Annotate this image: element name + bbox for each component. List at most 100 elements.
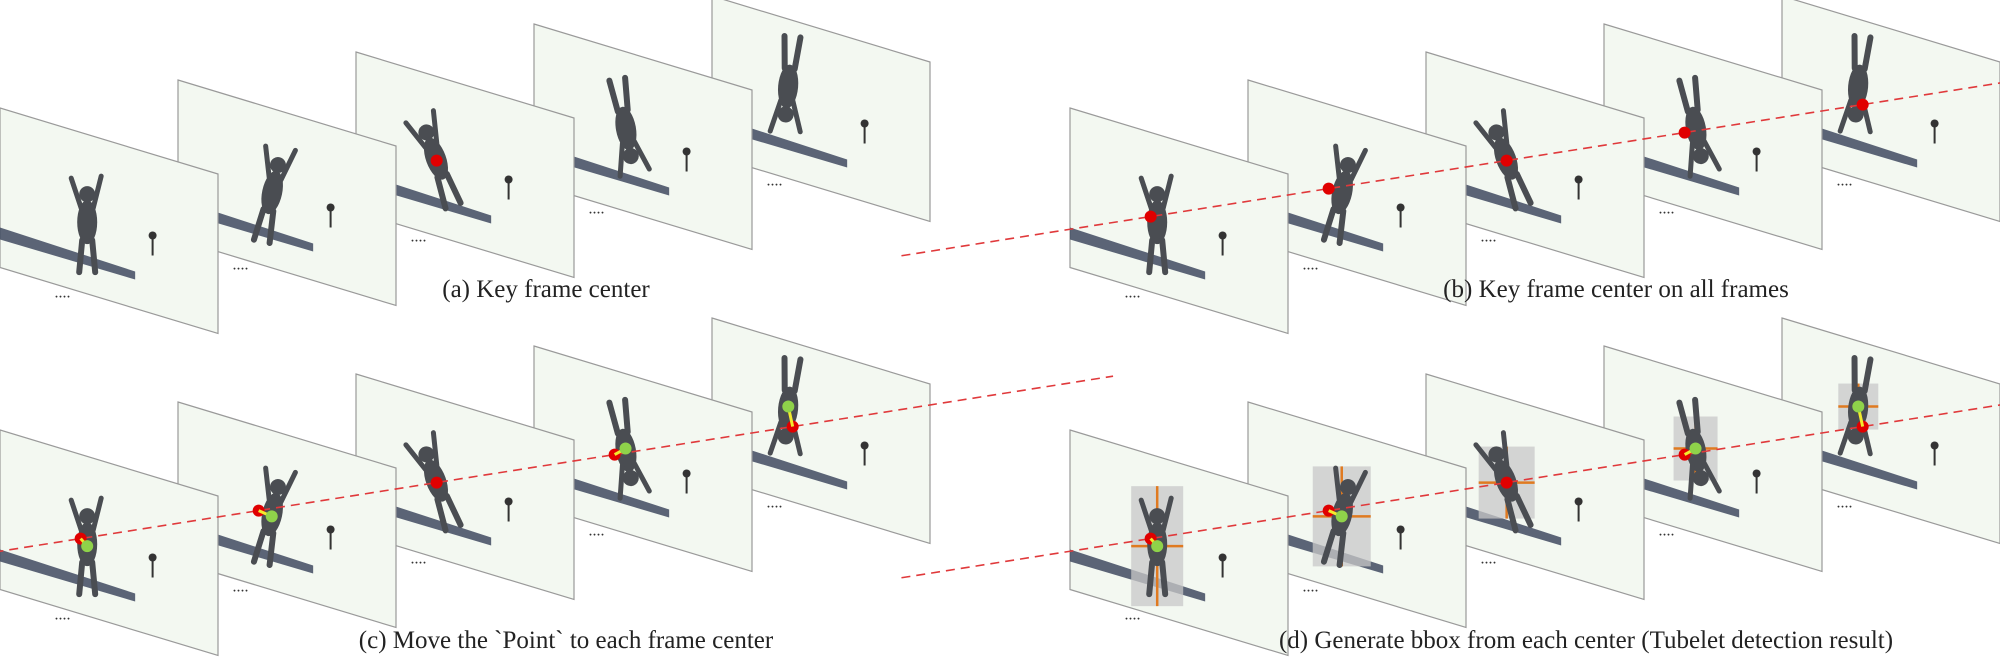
- diver-legs: [434, 492, 464, 534]
- diver-head: [1692, 470, 1709, 487]
- diver-arms: [1138, 173, 1174, 211]
- diver-arms: [403, 430, 440, 473]
- diver: [250, 465, 298, 569]
- diver-legs: [434, 170, 464, 212]
- diver-legs: [76, 237, 99, 276]
- diver-legs: [1676, 74, 1701, 115]
- diver-head: [1339, 157, 1356, 174]
- ellipsis-text: ....: [55, 285, 71, 302]
- diver-head: [79, 508, 96, 525]
- diver-legs: [1851, 33, 1874, 73]
- key-center-point: [1144, 210, 1157, 223]
- diver-head: [1149, 186, 1166, 203]
- video-frame: ....: [533, 23, 753, 251]
- key-center-point: [1856, 98, 1869, 111]
- caption-b: (b) Key frame center on all frames: [1443, 276, 1789, 303]
- lamp-head: [504, 175, 513, 184]
- diver-arms: [68, 173, 104, 211]
- diver-legs: [1146, 559, 1169, 598]
- diver-arms: [403, 108, 440, 151]
- diver-head: [622, 470, 639, 487]
- diver-torso: [615, 106, 637, 151]
- diver: [1473, 430, 1534, 534]
- moved-center-point: [1852, 400, 1865, 413]
- diver-legs: [781, 33, 804, 73]
- diver-head: [1149, 508, 1166, 525]
- diver-legs: [76, 559, 99, 598]
- ellipsis-text: ....: [1125, 285, 1141, 302]
- diver-arms: [1687, 138, 1722, 179]
- diver-legs: [1676, 396, 1701, 437]
- diver-head: [1488, 446, 1505, 463]
- diver-head: [418, 446, 435, 463]
- caption-d: (d) Generate bbox from each center (Tube…: [1278, 627, 1894, 654]
- diver-torso: [1847, 64, 1869, 109]
- diver-arms: [263, 143, 298, 183]
- panel-d: ....................: [901, 317, 2000, 657]
- diver: [403, 430, 464, 534]
- diver-legs: [1504, 492, 1534, 534]
- key-center-point: [430, 154, 443, 167]
- moved-center-point: [81, 540, 94, 553]
- diver-arms: [1687, 460, 1722, 501]
- video-frame: ....: [0, 429, 219, 657]
- video-frame: ....: [1603, 345, 1823, 573]
- diver-legs: [1146, 237, 1169, 276]
- ellipsis-text: ....: [1303, 579, 1319, 596]
- diver-head: [622, 148, 639, 165]
- diver: [68, 173, 104, 276]
- diver-head: [418, 124, 435, 141]
- caption-c: (c) Move the `Point` to each frame cente…: [358, 627, 774, 654]
- lamp-head: [148, 553, 157, 562]
- diver-torso: [77, 200, 98, 245]
- diver-legs: [1320, 206, 1347, 247]
- key-center-point: [1678, 126, 1691, 139]
- lamp-head: [1574, 175, 1583, 184]
- lamp-head: [1752, 147, 1761, 156]
- diver-arms: [767, 97, 803, 135]
- diver-legs: [250, 528, 277, 569]
- lamp-head: [1396, 203, 1405, 212]
- diver-legs: [606, 396, 631, 437]
- lamp-head: [1574, 497, 1583, 506]
- moved-center-point: [1689, 442, 1702, 455]
- diver: [1320, 465, 1368, 569]
- panel-a: ....................: [0, 0, 931, 335]
- moved-center-point: [782, 400, 795, 413]
- ellipsis-text: ....: [767, 495, 783, 512]
- diver-legs: [1851, 355, 1874, 395]
- ellipsis-text: ....: [1659, 523, 1675, 540]
- diver-head: [1847, 106, 1864, 123]
- lamp-head: [1218, 231, 1227, 240]
- diver-torso: [261, 170, 283, 215]
- ellipsis-text: ....: [1125, 607, 1141, 624]
- diver-head: [777, 106, 794, 123]
- ellipsis-text: ....: [1481, 551, 1497, 568]
- moved-center-point: [1335, 510, 1348, 523]
- key-center-point: [430, 476, 443, 489]
- video-frame: ....: [1425, 51, 1645, 279]
- diver-legs: [781, 355, 804, 395]
- diver-legs: [1320, 528, 1347, 569]
- key-center-point: [1500, 154, 1513, 167]
- diver-arms: [68, 495, 104, 533]
- lamp-head: [148, 231, 157, 240]
- diver-torso: [1685, 106, 1707, 151]
- ellipsis-text: ....: [1481, 229, 1497, 246]
- diver-arms: [1473, 108, 1510, 151]
- lamp-head: [1930, 441, 1939, 450]
- video-frame: ....: [0, 107, 219, 335]
- diver: [250, 143, 298, 247]
- diver-head: [1488, 124, 1505, 141]
- trajectory-line: [0, 375, 1114, 553]
- frame-plane: [1069, 107, 1289, 335]
- diver-arms: [617, 138, 652, 179]
- lamp-head: [326, 525, 335, 534]
- diver-head: [79, 186, 96, 203]
- video-frame: ....: [177, 401, 397, 629]
- lamp-head: [1396, 525, 1405, 534]
- lamp-head: [682, 469, 691, 478]
- ellipsis-text: ....: [1303, 257, 1319, 274]
- ellipsis-text: ....: [233, 257, 249, 274]
